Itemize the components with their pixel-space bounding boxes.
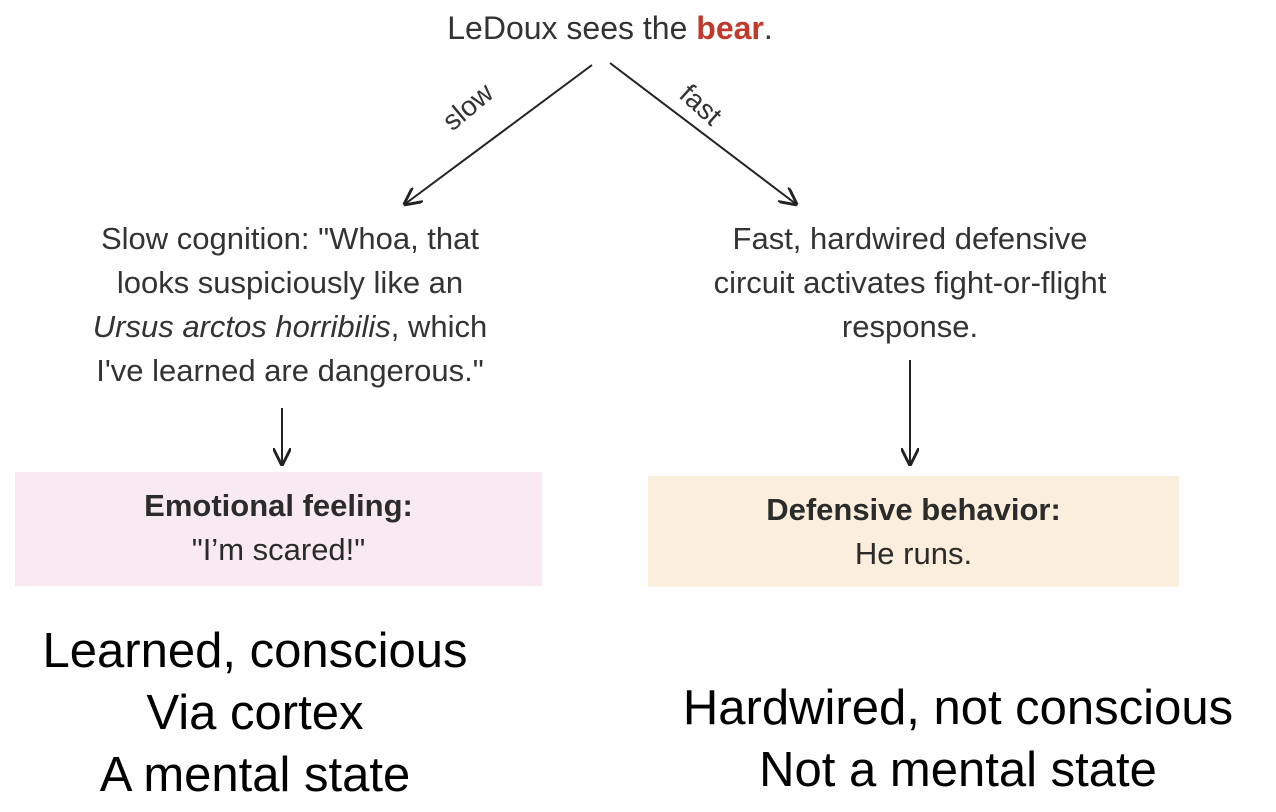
left-summary-line: A mental state <box>99 748 411 802</box>
left-summary-line: Via cortex <box>146 686 364 740</box>
emotional-feeling-box: Emotional feeling: "I’m scared!" <box>15 472 542 586</box>
defense-body: He runs. <box>854 536 973 571</box>
left-summary-line: Learned, conscious <box>42 624 468 678</box>
slow-line-3-rest: , which <box>390 309 488 344</box>
fast-line-3: response. <box>841 309 979 344</box>
left-summary: Learned, conscious Via cortex A mental s… <box>0 620 510 806</box>
defense-heading: Defensive behavior: <box>766 492 1061 527</box>
fast-circuit-text: Fast, hardwired defensive circuit activa… <box>640 217 1180 349</box>
species-name: Ursus arctos horribilis <box>92 309 391 344</box>
bear-highlight: bear <box>696 10 764 46</box>
fast-line-1: Fast, hardwired defensive <box>732 221 1088 256</box>
defensive-behavior-box: Defensive behavior: He runs. <box>648 476 1179 587</box>
right-summary: Hardwired, not conscious Not a mental st… <box>640 677 1276 801</box>
top-suffix: . <box>763 10 773 46</box>
slow-line-1: Slow cognition: "Whoa, that <box>100 221 480 256</box>
emotion-body: "I’m scared!" <box>191 532 366 567</box>
top-statement: LeDoux sees the bear. <box>300 8 920 48</box>
right-summary-line: Hardwired, not conscious <box>682 681 1234 735</box>
emotion-heading: Emotional feeling: <box>144 488 413 523</box>
top-prefix: LeDoux sees the <box>447 10 697 46</box>
slow-line-3: Ursus arctos horribilis, which <box>20 305 560 349</box>
slow-arrow <box>405 64 593 204</box>
slow-cognition-text: Slow cognition: "Whoa, that looks suspic… <box>20 217 560 393</box>
fast-line-2: circuit activates fight-or-flight <box>713 265 1107 300</box>
fast-arrow <box>609 62 796 204</box>
slow-line-4: I've learned are dangerous." <box>96 353 484 388</box>
right-summary-line: Not a mental state <box>759 743 1157 797</box>
slow-line-2: looks suspiciously like an <box>116 265 464 300</box>
